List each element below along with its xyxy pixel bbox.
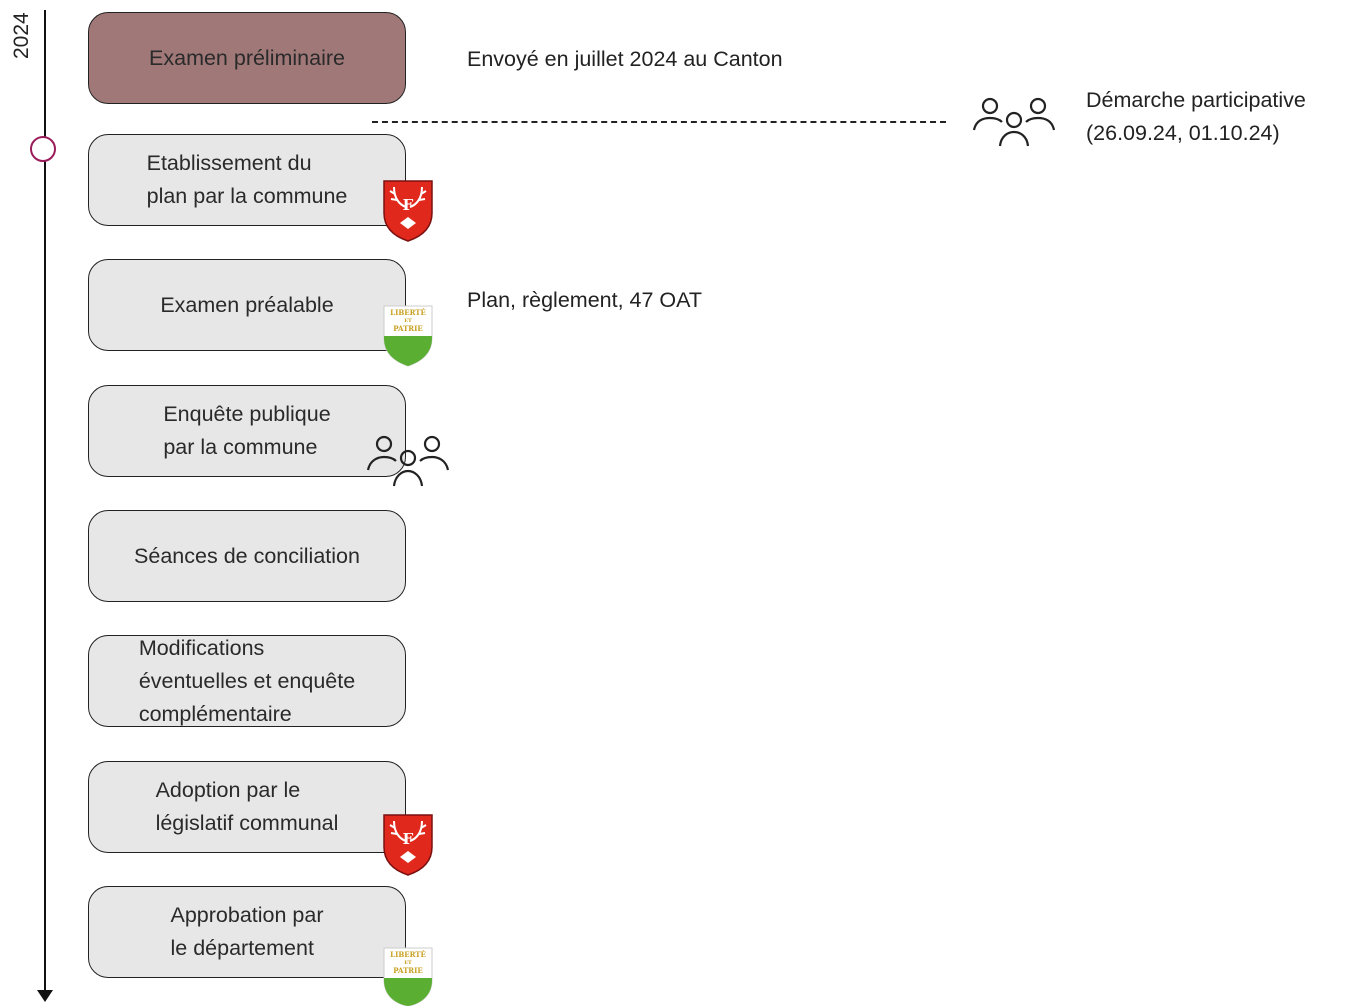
commune-coat-of-arms-icon: F — [383, 180, 433, 242]
note-participative-title: Démarche participative — [1086, 88, 1306, 112]
step-modifications: Modifications éventuelles et enquête com… — [88, 635, 406, 727]
step-label: Adoption par le législatif communal — [155, 778, 339, 835]
svg-text:ET: ET — [404, 960, 412, 966]
step-seances-conciliation: Séances de conciliation — [88, 510, 406, 602]
timeline-arrow-icon — [37, 990, 53, 1002]
step-adoption: Adoption par le législatif communal — [88, 761, 406, 853]
step-etablissement-plan: Etablissement du plan par la commune — [88, 134, 406, 226]
svg-text:F: F — [403, 830, 414, 848]
svg-text:PATRIE: PATRIE — [393, 966, 422, 975]
participative-connector — [372, 121, 946, 123]
step-approbation: Approbation par le département — [88, 886, 406, 978]
note-participative-dates: (26.09.24, 01.10.24) — [1086, 121, 1280, 145]
step-label: Séances de conciliation — [134, 543, 360, 568]
current-position-marker — [30, 136, 56, 162]
step-examen-prealable: Examen préalable — [88, 259, 406, 351]
step-label: Etablissement du plan par la commune — [146, 151, 348, 208]
svg-text:ET: ET — [404, 318, 412, 324]
note-preliminary-docs: Plan, règlement, 47 OAT — [467, 288, 703, 312]
step-label: Approbation par le département — [170, 903, 324, 960]
step-examen-preliminaire: Examen préliminaire — [88, 12, 406, 104]
timeline-axis — [44, 10, 46, 992]
step-label: Enquête publique par la commune — [163, 402, 331, 459]
canton-coat-of-arms-icon: LIBERTÉ ET PATRIE — [383, 305, 433, 367]
svg-text:LIBERTÉ: LIBERTÉ — [390, 950, 426, 959]
step-label: Modifications éventuelles et enquête com… — [138, 635, 356, 726]
step-enquete-publique: Enquête publique par la commune — [88, 385, 406, 477]
svg-text:PATRIE: PATRIE — [393, 324, 422, 333]
canton-coat-of-arms-icon: LIBERTÉ ET PATRIE — [383, 947, 433, 1006]
commune-coat-of-arms-icon: F — [383, 814, 433, 876]
svg-text:LIBERTÉ: LIBERTÉ — [390, 308, 426, 317]
people-group-icon — [972, 97, 1056, 147]
note-sent: Envoyé en juillet 2024 au Canton — [467, 47, 783, 71]
step-label: Examen préalable — [160, 292, 334, 317]
people-group-icon — [366, 435, 450, 487]
year-label: 2024 — [10, 12, 33, 59]
step-label: Examen préliminaire — [149, 45, 345, 70]
svg-text:F: F — [403, 196, 414, 214]
